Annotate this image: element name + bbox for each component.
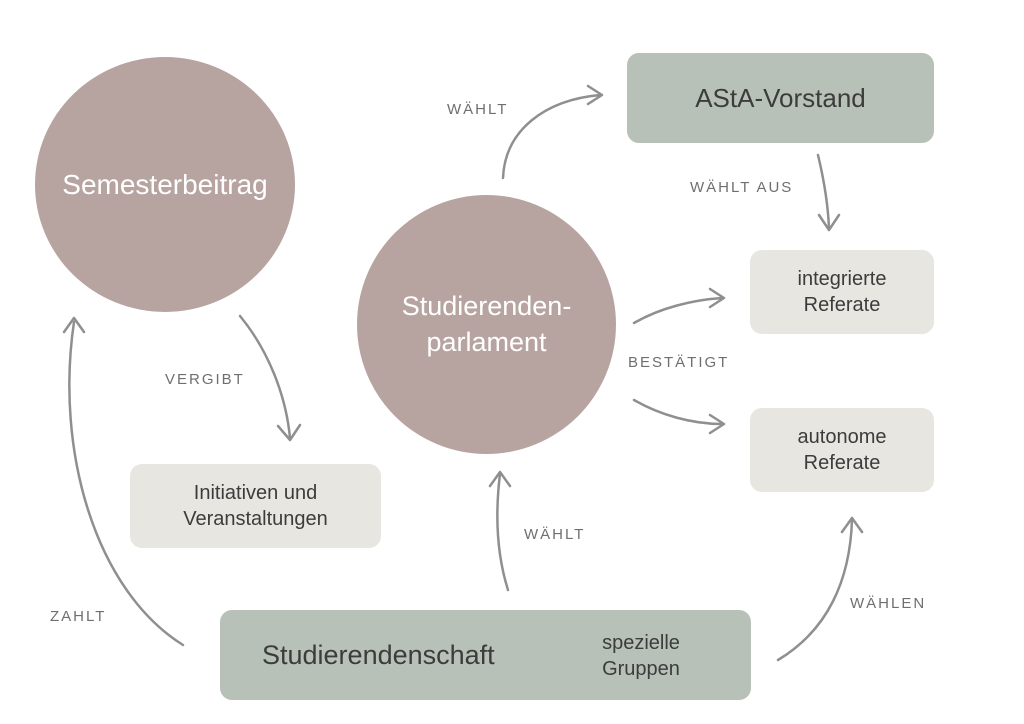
arrow-parlament-to-asta xyxy=(501,93,602,180)
arrow-parlament-to-integrierte xyxy=(632,296,724,325)
node-autonome-referate: autonome Referate xyxy=(750,408,934,492)
arrow-schaft-to-parlament xyxy=(496,472,510,592)
arrow-schaft-to-semester-head xyxy=(62,316,86,334)
node-studierendenparlament-label: Studierenden- parlament xyxy=(401,291,572,357)
node-integrierte-referate-label: integrierte Referate xyxy=(797,268,887,316)
edge-label-bestaetigt: BESTÄTIGT xyxy=(628,354,730,371)
edge-label-waehlt-aus: WÄHLT AUS xyxy=(690,179,794,196)
arrow-parlament-to-autonome-head xyxy=(708,413,726,435)
edge-label-waehlt-bottom: WÄHLT xyxy=(524,526,586,543)
arrow-asta-to-integrierte xyxy=(816,153,831,230)
node-spezielle-gruppen-label: spezielle Gruppen xyxy=(602,632,680,680)
edge-label-vergibt: VERGIBT xyxy=(165,371,245,388)
edge-label-waehlt-top: WÄHLT xyxy=(447,101,509,118)
node-autonome-referate-label: autonome Referate xyxy=(797,426,887,474)
node-integrierte-referate: integrierte Referate xyxy=(750,250,934,334)
arrow-parlament-to-autonome xyxy=(632,398,724,426)
arrow-schaft-to-parlament-head xyxy=(488,470,512,488)
arrow-gruppen-to-autonome-head xyxy=(840,516,864,534)
edge-label-zahlt: ZAHLT xyxy=(50,608,107,625)
arrow-semester-to-initiativen-head xyxy=(276,423,302,442)
node-initiativen: Initiativen und Veranstaltungen xyxy=(130,464,381,548)
edge-label-waehlen: WÄHLEN xyxy=(850,595,927,612)
arrow-parlament-to-integrierte-head xyxy=(708,287,726,309)
arrow-gruppen-to-autonome xyxy=(776,518,854,662)
node-asta-vorstand-label: AStA-Vorstand xyxy=(695,82,866,113)
arrow-asta-to-integrierte-head xyxy=(817,213,841,232)
node-asta-vorstand: AStA-Vorstand xyxy=(627,53,934,143)
arrow-parlament-to-asta-head xyxy=(586,84,604,106)
arrow-schaft-to-semester xyxy=(68,320,185,647)
arrow-semester-to-initiativen xyxy=(238,314,292,440)
node-studierendenschaft: Studierendenschaft spezielle Gruppen xyxy=(220,610,751,700)
node-studierendenparlament: Studierenden- parlament xyxy=(357,195,616,454)
node-studierendenschaft-label: Studierendenschaft xyxy=(262,640,495,670)
node-initiativen-label: Initiativen und Veranstaltungen xyxy=(183,482,328,530)
node-semesterbeitrag-label: Semesterbeitrag xyxy=(62,168,268,200)
node-semesterbeitrag: Semesterbeitrag xyxy=(35,57,295,312)
